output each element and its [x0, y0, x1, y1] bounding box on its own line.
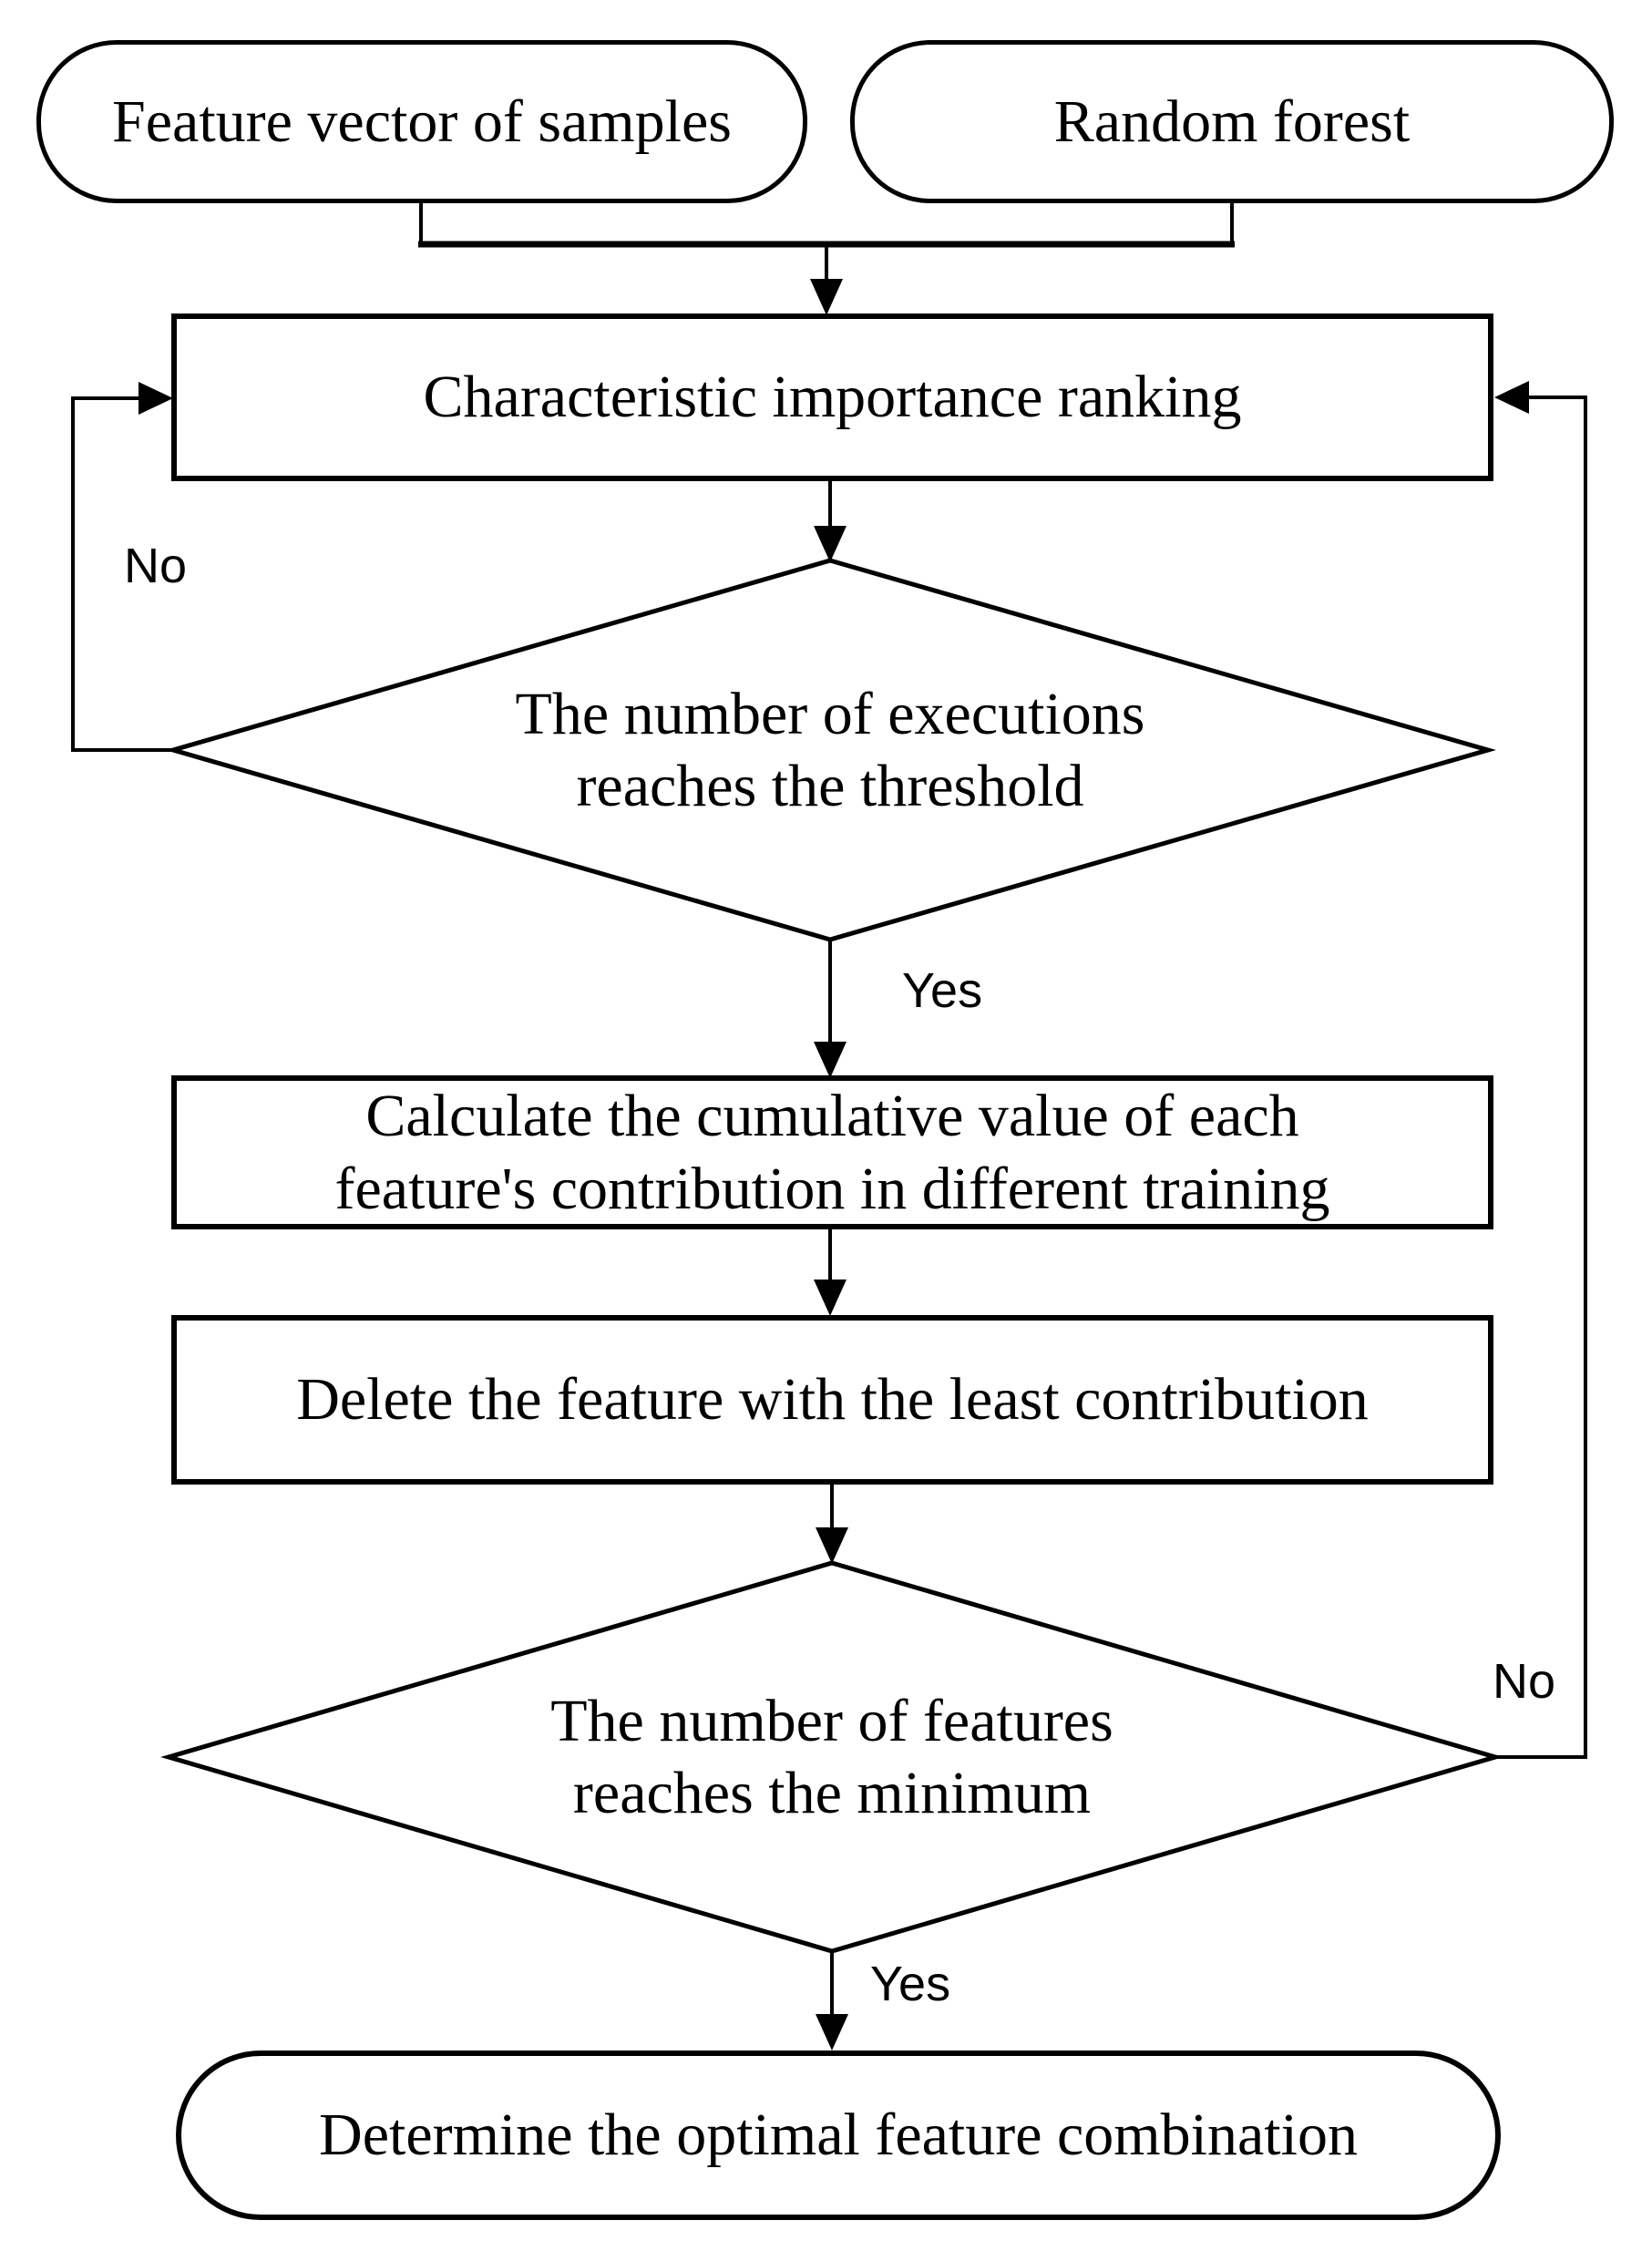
node-calculate: Calculate the cumulative value of each f… — [171, 1075, 1493, 1229]
decision-minimum-shape — [160, 1560, 1503, 1954]
node-threshold-decision-label: The number of executions reaches the thr… — [283, 650, 1377, 850]
node-feature-vector: Feature vector of samples — [36, 40, 807, 203]
arrowhead-into-delete-icon — [814, 1280, 847, 1316]
arrowhead-into-threshold-icon — [814, 526, 847, 562]
node-determine-label: Determine the optimal feature combinatio… — [319, 2102, 1358, 2169]
minimum-decision-line1: The number of features — [550, 1687, 1113, 1754]
edge-no-right-loop — [1495, 396, 1587, 1759]
node-random-forest: Random forest — [850, 40, 1614, 203]
arrowhead-into-determine-icon — [816, 2014, 848, 2051]
threshold-decision-line1: The number of executions — [515, 680, 1145, 747]
node-determine: Determine the optimal feature combinatio… — [176, 2051, 1501, 2220]
node-delete-label: Delete the feature with the least contri… — [296, 1366, 1369, 1434]
decision-threshold-shape — [164, 558, 1497, 942]
arrowhead-into-calculate-icon — [814, 1042, 847, 1078]
edge-label-no-left: No — [124, 539, 188, 593]
node-calculate-line2: feature's contribution in different trai… — [334, 1155, 1330, 1222]
edge-label-no-right: No — [1493, 1654, 1556, 1709]
node-ranking-label: Characteristic importance ranking — [423, 364, 1242, 431]
node-feature-vector-label: Feature vector of samples — [112, 87, 732, 155]
node-calculate-line1: Calculate the cumulative value of each — [365, 1083, 1299, 1150]
minimum-decision-line2: reaches the minimum — [572, 1760, 1092, 1826]
node-random-forest-label: Random forest — [1053, 87, 1411, 155]
edge-label-yes-threshold: Yes — [902, 963, 983, 1018]
arrowhead-into-minimum-icon — [816, 1527, 848, 1564]
node-ranking: Characteristic importance ranking — [171, 313, 1493, 481]
edge-label-yes-minimum: Yes — [870, 1957, 951, 2011]
threshold-decision-line2: reaches the threshold — [576, 753, 1084, 819]
node-delete: Delete the feature with the least contri… — [171, 1315, 1493, 1485]
edge-no-left-loop — [71, 396, 173, 752]
arrowhead-into-ranking-top-icon — [810, 279, 843, 315]
node-minimum-decision-label: The number of features reaches the minim… — [285, 1657, 1379, 1857]
arrowhead-into-ranking-left-icon — [139, 382, 173, 415]
arrowhead-into-ranking-right-icon — [1494, 381, 1529, 414]
